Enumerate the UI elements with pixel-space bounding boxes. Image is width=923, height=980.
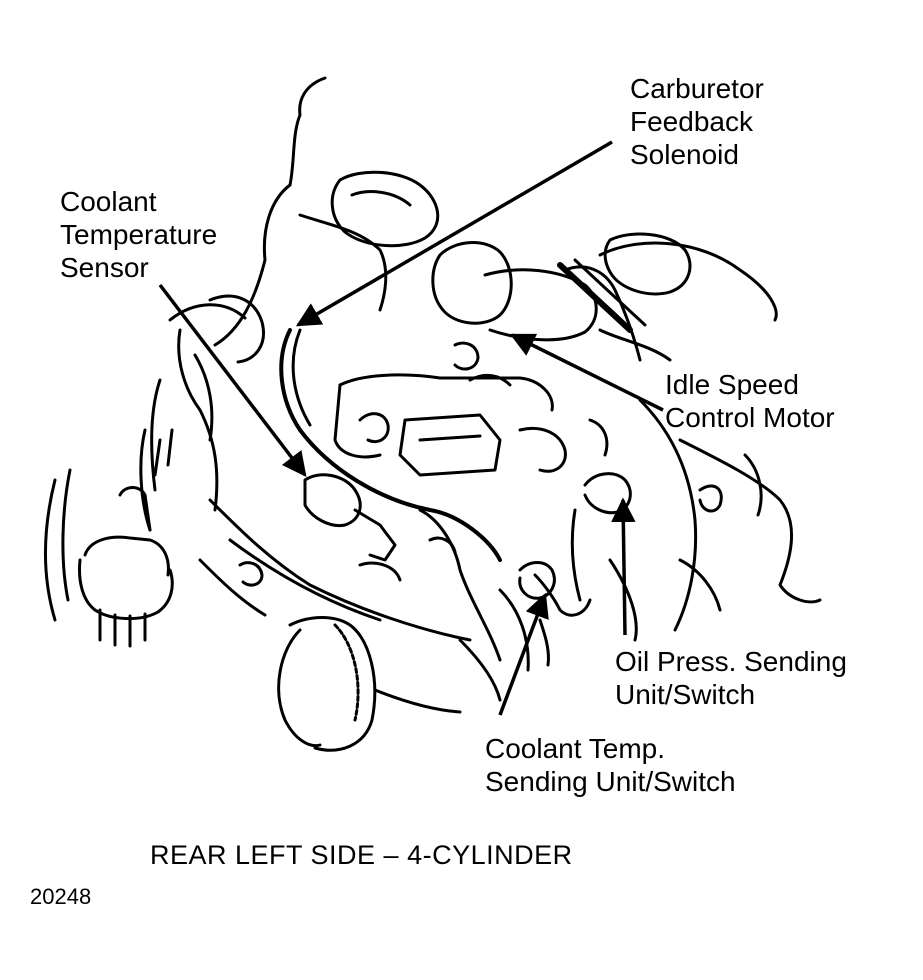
arrow-carburetor-feedback-solenoid <box>295 140 613 327</box>
label-coolant-temp-sending-unit: Coolant Temp. Sending Unit/Switch <box>485 732 736 798</box>
label-line: Solenoid <box>630 139 739 170</box>
arrow-oil-press-sending-unit <box>611 497 636 636</box>
label-line: Unit/Switch <box>615 679 756 710</box>
label-oil-press-sending-unit: Oil Press. Sending Unit/Switch <box>615 645 847 711</box>
leader-lines <box>158 140 664 716</box>
arrow-idle-speed-control-motor <box>509 333 664 412</box>
figure-number: 20248 <box>30 884 92 909</box>
label-line: Coolant <box>60 186 157 217</box>
label-line: Temperature <box>60 219 218 250</box>
label-line: Oil Press. Sending <box>615 646 847 677</box>
label-line: Carburetor <box>630 73 764 104</box>
figure-caption: REAR LEFT SIDE – 4-CYLINDER <box>150 840 573 870</box>
label-line: Idle Speed <box>665 369 799 400</box>
label-idle-speed-control-motor: Idle Speed Control Motor <box>665 368 835 434</box>
arrow-coolant-temperature-sensor <box>158 283 307 477</box>
label-line: Coolant Temp. <box>485 733 666 764</box>
label-coolant-temperature-sensor: Coolant Temperature Sensor <box>60 185 217 284</box>
label-line: Feedback <box>630 106 753 137</box>
label-line: Control Motor <box>665 402 835 433</box>
arrow-coolant-temp-sending-unit <box>498 592 549 716</box>
label-line: Sending Unit/Switch <box>485 766 736 797</box>
label-line: Sensor <box>60 252 149 283</box>
label-carburetor-feedback-solenoid: Carburetor Feedback Solenoid <box>630 72 764 171</box>
